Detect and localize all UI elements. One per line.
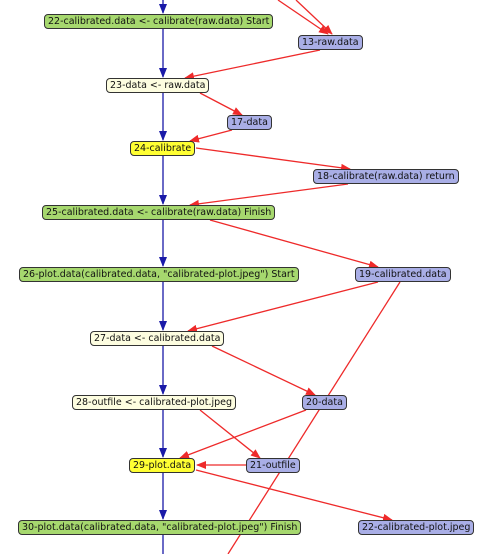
node-17-data[interactable]: 17-data [227,115,272,130]
data-edge-19-27 [187,281,379,333]
data-edge-27-20 [211,345,316,396]
edge-layer [159,0,401,554]
node-18-calibrate-return[interactable]: 18-calibrate(raw.data) return [313,169,459,184]
data-edge-20-29 [179,409,307,459]
node-22-calibrated-plot-jpeg[interactable]: 22-calibrated-plot.jpeg [358,520,475,535]
node-25-calibrate-finish[interactable]: 25-calibrated.data <- calibrate(raw.data… [42,205,276,220]
node-27-data-assign[interactable]: 27-data <- calibrated.data [90,331,225,346]
data-edge-28-21 [199,409,261,459]
node-24-calibrate[interactable]: 24-calibrate [130,141,196,156]
node-19-calibrated-data[interactable]: 19-calibrated.data [355,267,451,282]
node-21-outfile[interactable]: 21-outfile [246,458,300,473]
data-edge-17-24 [189,129,233,143]
data-edge-25-19 [209,219,379,269]
data-edge-19-down [227,281,401,554]
node-28-outfile-assign[interactable]: 28-outfile <- calibrated-plot.jpeg [72,395,237,410]
data-edge-18-25 [189,183,349,208]
node-30-plot-data-finish[interactable]: 30-plot.data(calibrated.data, "calibrate… [18,520,302,535]
data-edge-24-18 [195,147,351,172]
data-edge-23-17 [199,92,243,116]
data-edge-incoming-a [277,0,329,35]
node-20-data[interactable]: 20-data [302,395,347,410]
data-edge-13-23 [184,49,321,81]
node-13-raw-data[interactable]: 13-raw.data [298,35,363,50]
node-29-plot-data[interactable]: 29-plot.data [129,458,196,473]
data-edge-29-22 [195,469,393,522]
node-22-calibrate-start[interactable]: 22-calibrated.data <- calibrate(raw.data… [44,14,274,29]
node-23-data-assign[interactable]: 23-data <- raw.data [106,78,210,93]
node-26-plot-data-start[interactable]: 26-plot.data(calibrated.data, "calibrate… [19,267,299,282]
data-edge-incoming-b [295,0,333,35]
